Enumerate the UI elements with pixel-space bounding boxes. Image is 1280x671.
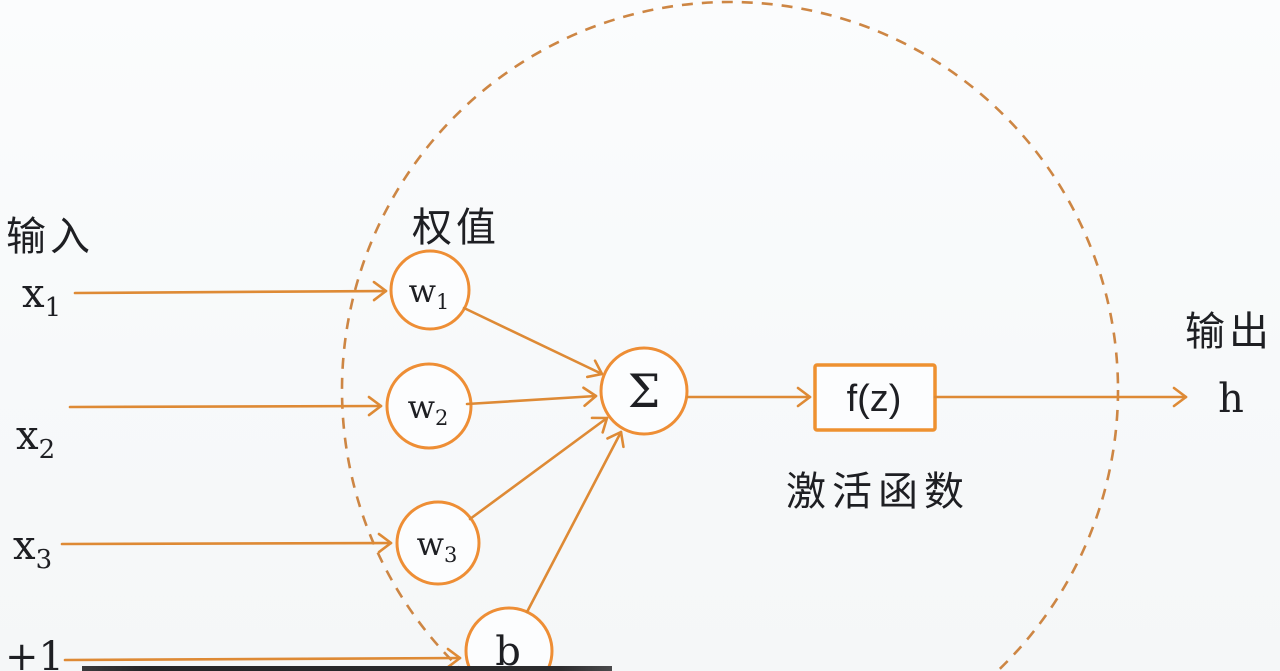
weight-node-w1 [389, 249, 471, 331]
sum-node [599, 346, 689, 436]
neuron-boundary-dashed-circle [340, 0, 1120, 671]
input-arrow-x2 [68, 395, 383, 417]
input-arrow-x3 [60, 532, 393, 554]
weight-node-w2 [385, 362, 473, 450]
output-section: 输出 h [933, 310, 1273, 422]
inputs-section: 输入 x1 x2 x3 +1 [5, 215, 462, 671]
connector-w1-sum [462, 306, 604, 379]
weight-node-w3 [395, 500, 481, 586]
activation-section: f(z) 激活函数 [686, 363, 970, 514]
sum-symbol: Σ [628, 364, 661, 418]
input-label-x1: x1 [22, 271, 61, 323]
input-label-x2: x2 [16, 413, 55, 465]
input-label-bias: +1 [5, 634, 64, 671]
summation-section: Σ [599, 346, 689, 436]
activation-caption: 激活函数 [786, 470, 970, 514]
weights-section: 权值 w1 w2 w3 b [385, 206, 625, 671]
output-title: 输出 [1185, 310, 1273, 354]
bottom-edge-bar [82, 666, 612, 671]
activation-box-label: f(z) [847, 378, 902, 420]
input-arrow-x1 [73, 280, 388, 302]
connector-bias-sum [525, 430, 625, 614]
connector-w2-sum [465, 386, 598, 408]
weight-label-w1: w1 [409, 272, 450, 314]
weight-label-w3: w3 [417, 525, 458, 567]
inputs-title: 输入 [6, 215, 94, 259]
output-label: h [1218, 376, 1244, 422]
input-arrow-bias [63, 647, 462, 669]
bias-node [464, 606, 554, 671]
weight-label-w2: w2 [408, 388, 449, 430]
weights-title: 权值 [412, 206, 500, 250]
bias-label: b [495, 629, 521, 671]
connector-w3-sum [468, 416, 609, 521]
input-label-x3: x3 [13, 523, 52, 575]
